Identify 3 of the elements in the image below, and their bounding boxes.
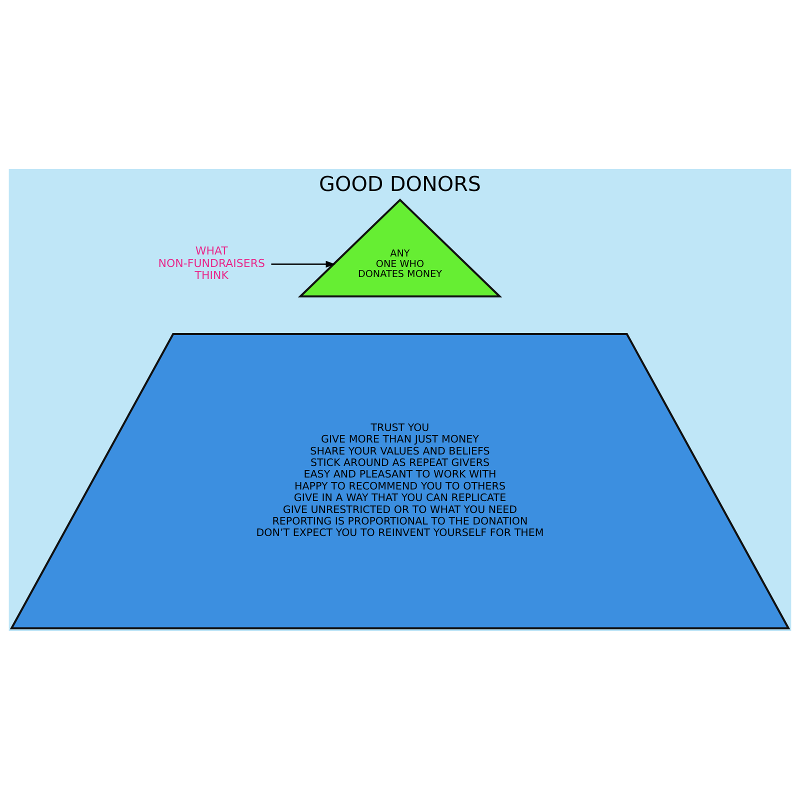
node-text: WHAT NON-FUNDRAISERS THINK	[158, 244, 265, 282]
arrow	[271, 260, 336, 268]
diagram-title: GOOD DONORS	[319, 172, 481, 196]
